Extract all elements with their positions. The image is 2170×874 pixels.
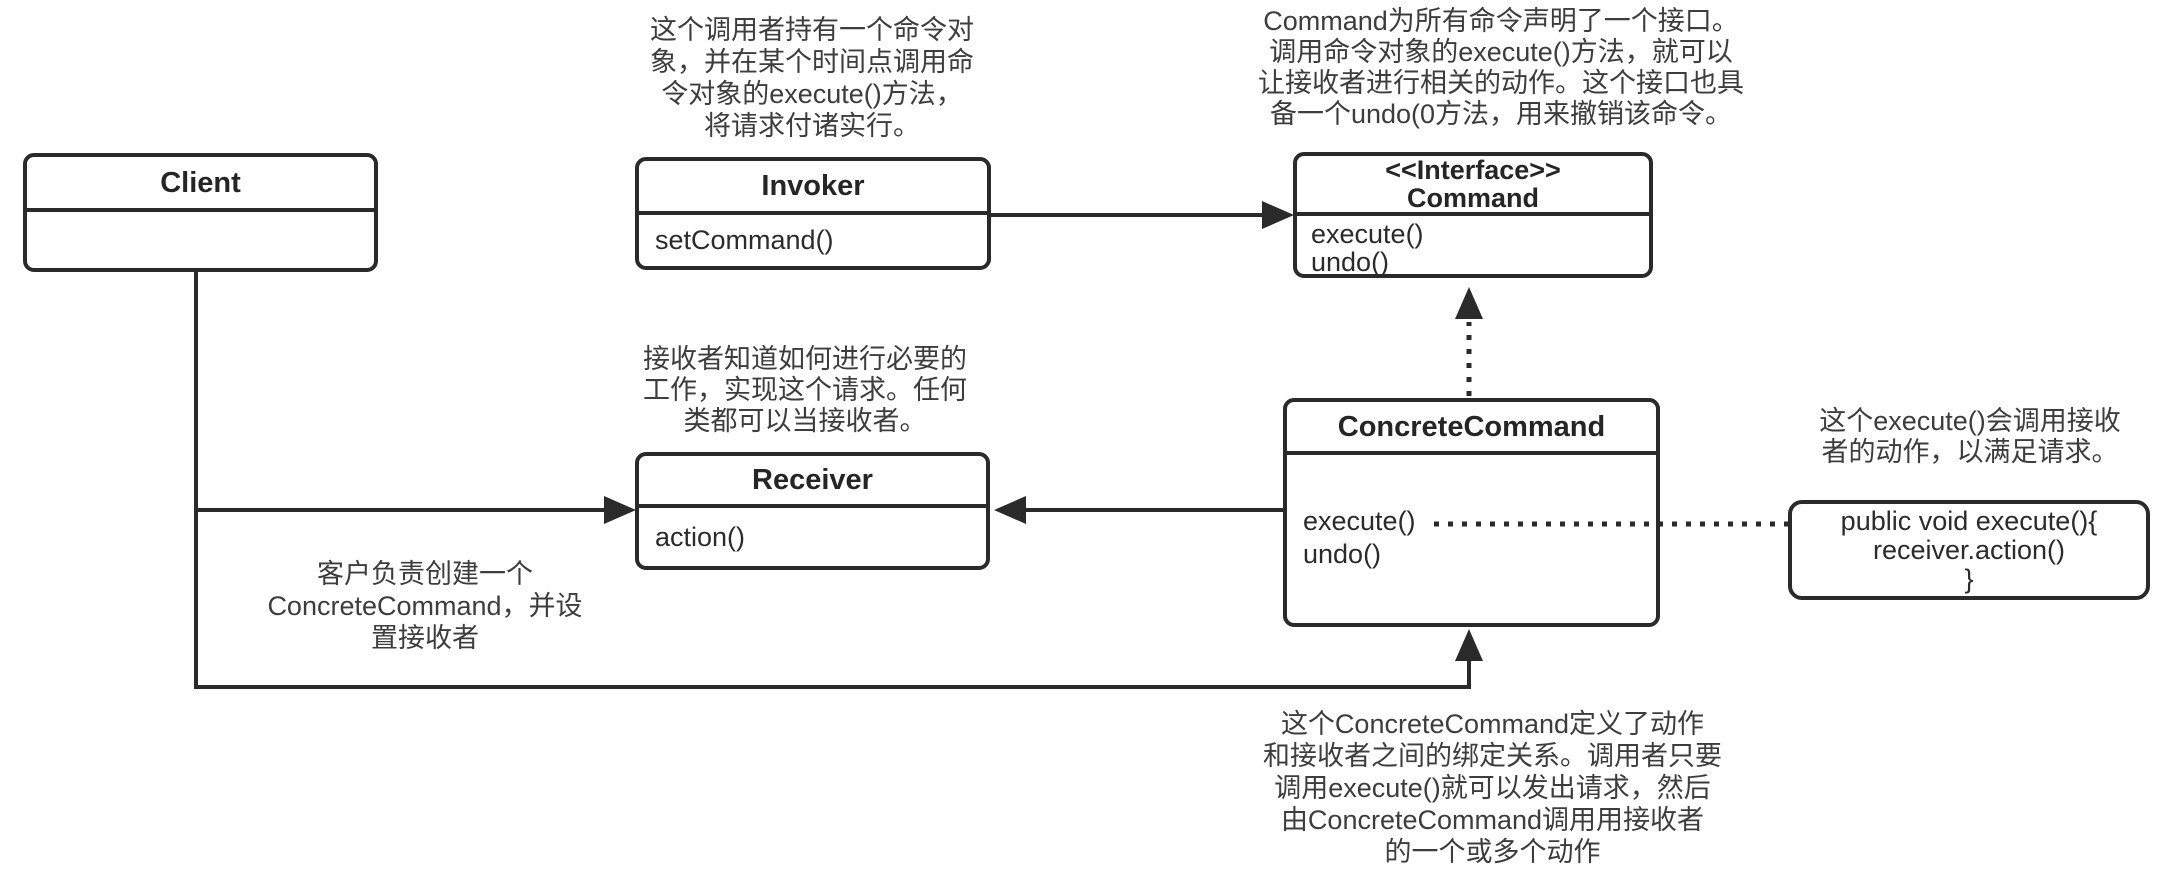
class-members-receiver: action() — [639, 508, 986, 552]
class-box-invoker: Invoker setCommand() — [635, 157, 991, 270]
arrowhead-client-receiver-icon — [604, 496, 636, 524]
annotation-command-note: Command为所有命令声明了一个接口。 调用命令对象的execute()方法，… — [1258, 6, 1744, 129]
class-name-invoker: Invoker — [639, 161, 987, 215]
class-name-client: Client — [27, 157, 374, 212]
annotation-execute-note: 这个execute()会调用接收 者的动作，以满足请求。 — [1819, 406, 2121, 467]
method-concrete-undo: undo() — [1303, 539, 1382, 569]
method-set-command: setCommand() — [655, 225, 834, 255]
class-members-invoker: setCommand() — [639, 215, 987, 255]
method-action: action() — [655, 522, 746, 552]
annotation-client-note: 客户负责创建一个 ConcreteCommand，并设 置接收者 — [267, 559, 583, 653]
class-box-receiver: Receiver action() — [635, 452, 990, 570]
arrowhead-concrete-command-receiver-icon — [994, 496, 1026, 524]
class-name-concrete-command: ConcreteCommand — [1287, 402, 1656, 455]
arrowhead-realization-icon — [1455, 287, 1483, 319]
class-name-command: Command — [1406, 183, 1539, 213]
arrowhead-invoker-command-icon — [1262, 201, 1294, 229]
class-box-concrete-command: ConcreteCommand execute() undo() — [1283, 398, 1660, 627]
class-box-command: <<Interface>> Command execute() undo() — [1293, 152, 1653, 278]
annotation-concrete-command-note: 这个ConcreteCommand定义了动作 和接收者之间的绑定关系。调用者只要… — [1263, 709, 1722, 867]
annotation-invoker-note: 这个调用者持有一个命令对 象，并在某个时间点调用命 令对象的execute()方… — [650, 15, 974, 141]
method-command-undo: undo() — [1311, 247, 1390, 277]
class-name-receiver: Receiver — [639, 456, 986, 508]
class-header-command: <<Interface>> Command — [1297, 156, 1649, 216]
class-stereotype-interface: <<Interface>> — [1385, 155, 1561, 185]
method-command-execute: execute() — [1311, 219, 1424, 249]
arrowhead-client-concrete-command-icon — [1455, 629, 1483, 661]
code-note-box: public void execute(){ receiver.action()… — [1788, 500, 2150, 600]
class-members-command: execute() undo() — [1297, 216, 1649, 276]
class-box-client: Client — [23, 153, 378, 272]
class-members-concrete-command: execute() undo() — [1287, 455, 1656, 571]
annotation-receiver-note: 接收者知道如何进行必要的 工作，实现这个请求。任何 类都可以当接收者。 — [643, 344, 967, 436]
method-concrete-execute: execute() — [1303, 506, 1416, 536]
